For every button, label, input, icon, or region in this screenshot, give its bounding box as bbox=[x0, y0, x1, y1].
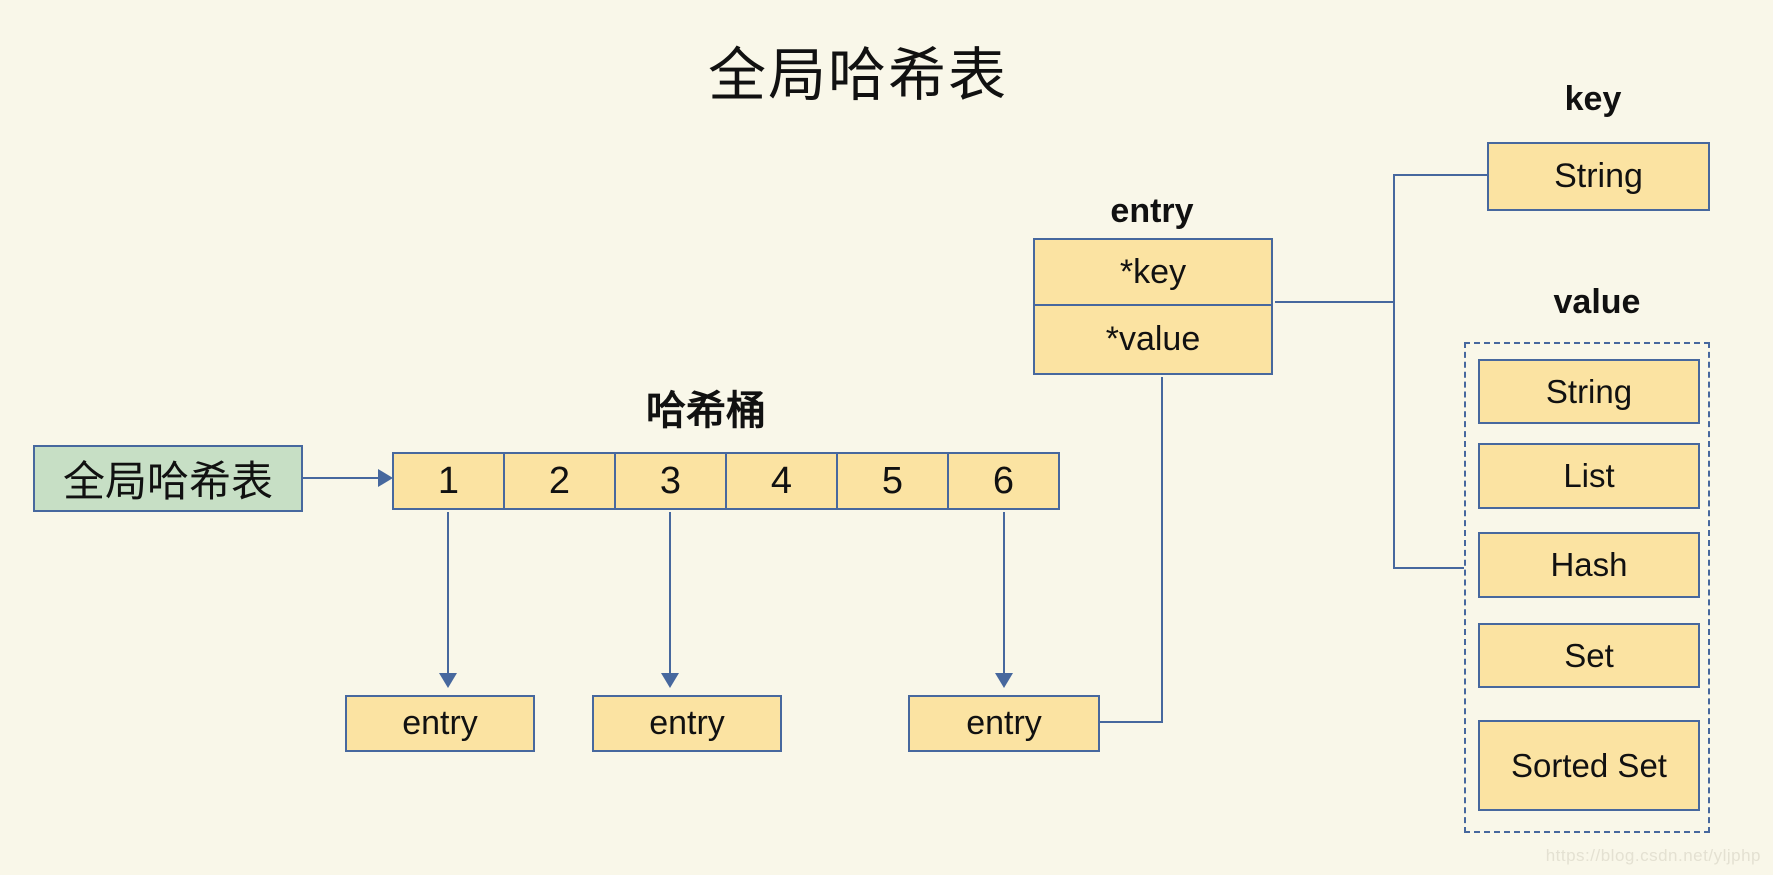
arrow-down-icon-2 bbox=[661, 673, 679, 688]
value-type-hash-box: Hash bbox=[1478, 532, 1700, 598]
value-type-list-label: List bbox=[1563, 457, 1615, 494]
bracket-vertical-line bbox=[1393, 174, 1395, 569]
connector-bucket1-to-entry bbox=[447, 512, 449, 674]
hash-bucket-array: 1 2 3 4 5 6 bbox=[392, 452, 1060, 510]
value-type-sortedset-label: Sorted Set bbox=[1511, 746, 1667, 784]
value-type-string-label: String bbox=[1545, 372, 1633, 410]
bucket-cell-1: 1 bbox=[394, 454, 505, 508]
entry-box-3-label: entry bbox=[966, 704, 1042, 742]
connector-struct-to-entry3 bbox=[1100, 721, 1163, 723]
hash-bucket-label: 哈希桶 bbox=[646, 389, 766, 433]
key-type-label: String bbox=[1554, 157, 1643, 195]
connector-bracket-to-value bbox=[1395, 567, 1464, 569]
entry-box-2: entry bbox=[592, 695, 782, 752]
global-hash-table-label: 全局哈希表 bbox=[62, 458, 273, 505]
watermark-url: https://blog.csdn.net/yljphp bbox=[1545, 846, 1761, 865]
connector-bucket3-to-entry bbox=[669, 512, 671, 674]
value-type-sortedset-box: Sorted Set bbox=[1478, 720, 1700, 811]
entry-box-1: entry bbox=[345, 695, 535, 752]
arrow-right-icon bbox=[378, 469, 393, 487]
key-section-title: key bbox=[1564, 80, 1622, 118]
connector-struct-to-bracket bbox=[1275, 301, 1395, 303]
connector-bucket6-to-entry bbox=[1003, 512, 1005, 674]
value-type-string-box: String bbox=[1478, 359, 1700, 424]
entry-struct-title: entry bbox=[1110, 192, 1194, 230]
bucket-cell-3: 3 bbox=[616, 454, 727, 508]
value-section-title: value bbox=[1553, 283, 1641, 321]
bucket-cell-2: 2 bbox=[505, 454, 616, 508]
connector-bracket-to-key bbox=[1395, 174, 1487, 176]
value-type-list-box: List bbox=[1478, 443, 1700, 509]
bucket-cell-5: 5 bbox=[838, 454, 949, 508]
global-hash-table-box: 全局哈希表 bbox=[33, 445, 303, 512]
entry-struct-box: *key *value bbox=[1033, 238, 1273, 375]
key-type-box: String bbox=[1487, 142, 1710, 211]
entry-box-1-label: entry bbox=[402, 704, 478, 742]
diagram-title: 全局哈希表 bbox=[707, 43, 1009, 108]
entry-box-3: entry bbox=[908, 695, 1100, 752]
value-type-set-label: Set bbox=[1564, 636, 1614, 674]
connector-global-to-bucket bbox=[303, 477, 379, 479]
entry-box-2-label: entry bbox=[649, 704, 725, 742]
bucket-cell-6: 6 bbox=[992, 459, 1015, 502]
arrow-down-icon-1 bbox=[439, 673, 457, 688]
bucket-cell-4: 4 bbox=[727, 454, 838, 508]
value-type-set-box: Set bbox=[1478, 623, 1700, 688]
arrow-down-icon-3 bbox=[995, 673, 1013, 688]
value-type-hash-label: Hash bbox=[1550, 546, 1628, 583]
entry-struct-value-field: *value bbox=[1105, 320, 1201, 358]
value-types-group: String List Hash Set Sorted Set bbox=[1464, 342, 1710, 833]
connector-struct-down bbox=[1161, 377, 1163, 723]
entry-struct-key-field: *key bbox=[1035, 240, 1271, 306]
